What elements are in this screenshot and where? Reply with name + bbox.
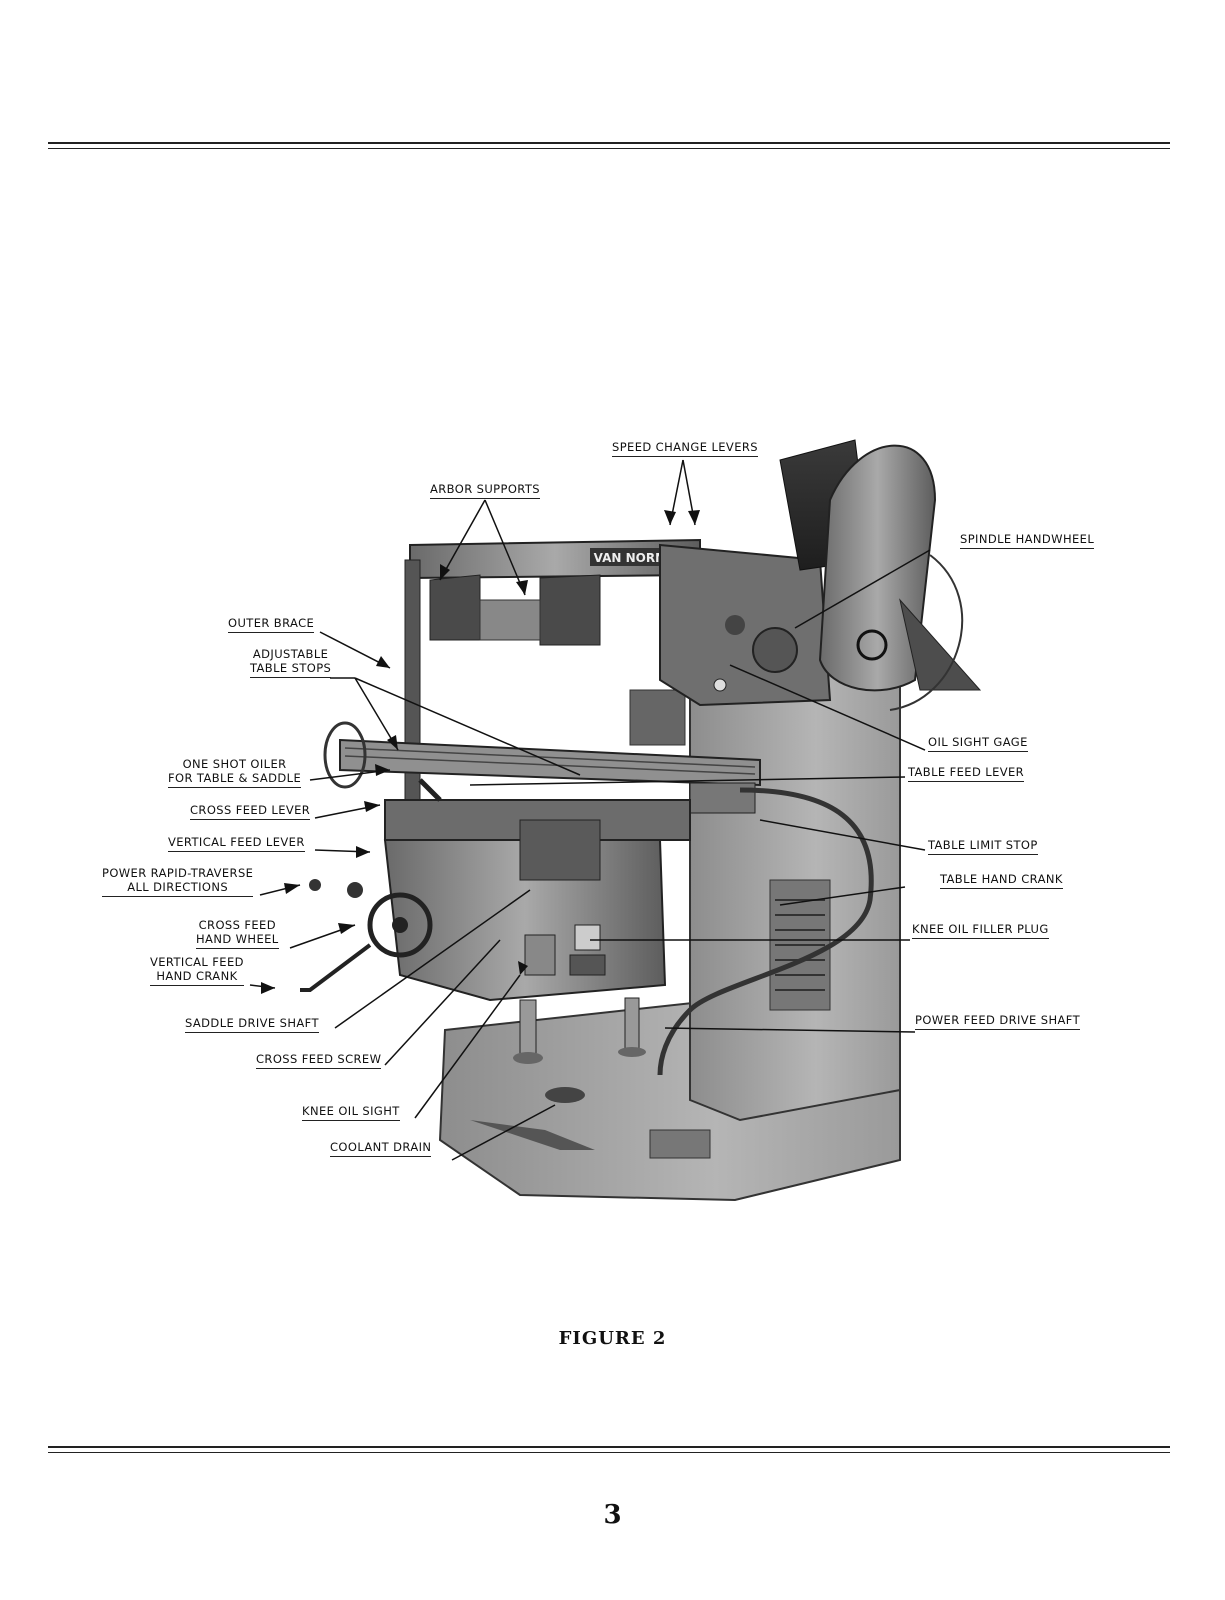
label-one-shot-oiler: ONE SHOT OILER FOR TABLE & SADDLE: [168, 757, 302, 788]
label-outer-brace: OUTER BRACE: [228, 616, 315, 633]
label-saddle-drive-shaft: SADDLE DRIVE SHAFT: [185, 1016, 319, 1033]
hand-wheels: [300, 778, 442, 992]
saddle-and-knee: [383, 799, 691, 1002]
overarm: VAN NORMAN: [409, 538, 701, 646]
page-number: 3: [603, 1500, 622, 1530]
label-table-feed-lever: TABLE FEED LEVER: [908, 765, 1025, 782]
label-table-limit-stop: TABLE LIMIT STOP: [928, 838, 1038, 855]
top-rule-thin: [48, 148, 1170, 149]
elevating-screws: [513, 997, 646, 1064]
top-rule: [48, 142, 1170, 144]
label-power-rapid-traverse: POWER RAPID-TRAVERSE ALL DIRECTIONS: [102, 866, 254, 897]
label-vertical-feed-lever: VERTICAL FEED LEVER: [168, 835, 305, 852]
machine-head: [659, 543, 832, 707]
label-cross-feed-hand-wheel: CROSS FEED HAND WHEEL: [196, 918, 279, 949]
label-knee-oil-sight: KNEE OIL SIGHT: [302, 1104, 400, 1121]
arrowheads: [261, 510, 700, 994]
label-adjustable-table-stops: ADJUSTABLE TABLE STOPS: [250, 647, 332, 678]
label-speed-change-levers: SPEED CHANGE LEVERS: [612, 440, 758, 457]
label-arbor-supports: ARBOR SUPPORTS: [430, 482, 540, 499]
label-knee-oil-filler-plug: KNEE OIL FILLER PLUG: [912, 922, 1049, 939]
label-table-hand-crank: TABLE HAND CRANK: [940, 872, 1063, 889]
label-cross-feed-lever: CROSS FEED LEVER: [190, 803, 311, 820]
bottom-rule: [48, 1446, 1170, 1448]
figure-caption: FIGURE 2: [558, 1328, 667, 1349]
label-coolant-drain: COOLANT DRAIN: [330, 1140, 432, 1157]
label-vertical-feed-hand-crank: VERTICAL FEED HAND CRANK: [150, 955, 244, 986]
belt-guard: [818, 444, 982, 692]
label-power-feed-drive-shaft: POWER FEED DRIVE SHAFT: [915, 1013, 1081, 1030]
bottom-rule-thin: [48, 1452, 1170, 1453]
label-spindle-handwheel: SPINDLE HANDWHEEL: [960, 532, 1095, 549]
leader-lines: [249, 459, 931, 1161]
label-oil-sight-gage: OIL SIGHT GAGE: [928, 735, 1028, 752]
label-cross-feed-screw: CROSS FEED SCREW: [256, 1052, 382, 1069]
